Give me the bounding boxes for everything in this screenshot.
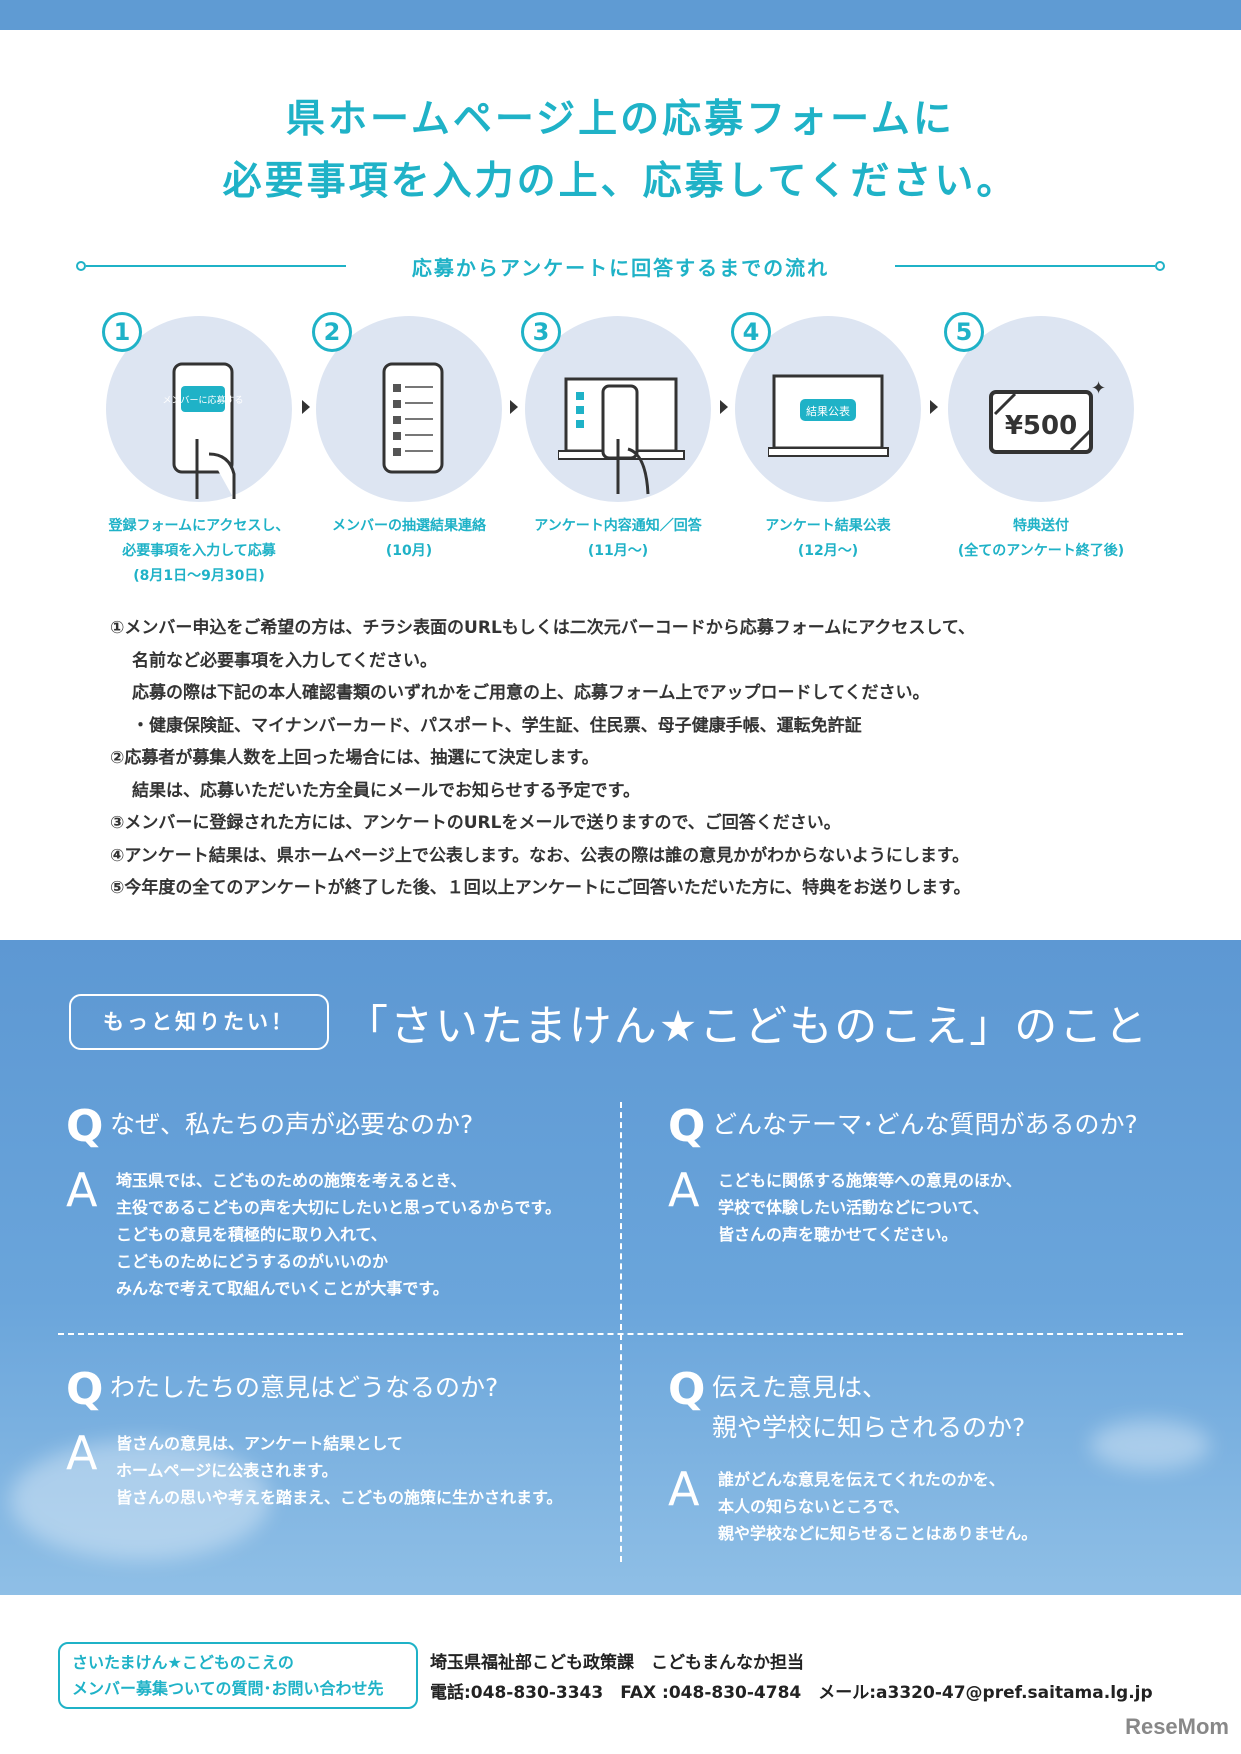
faq-badge: もっと知りたい！	[69, 994, 329, 1050]
flow-heading: 応募からアンケートに回答するまでの流れ	[0, 252, 1241, 282]
step-5-caption: 特典送付(全てのアンケート終了後)	[957, 518, 1125, 559]
contact-info: 埼玉県福祉部こども政策課 こどもまんなか担当電話:048-830-3343 FA…	[430, 1653, 1153, 1703]
step-2: 2	[312, 312, 502, 502]
resemom-logo: ReseMom	[1125, 1714, 1229, 1739]
page-title-line1: 県ホームページ上の応募フォームに	[286, 97, 955, 142]
arrow-icon	[720, 400, 728, 414]
step-4-caption: アンケート結果公表(12月～)	[765, 518, 891, 559]
step-5: 5 ¥500✦	[944, 312, 1134, 502]
svg-text:メンバーに応募する: メンバーに応募する	[162, 394, 243, 406]
gift-card-icon: ¥500 ✦	[989, 378, 1106, 454]
arrow-icon	[510, 400, 518, 414]
svg-text:✦: ✦	[1091, 378, 1106, 399]
arrow-icon	[302, 400, 310, 414]
svg-text:結果公表: 結果公表	[806, 404, 850, 418]
notes-list: ①メンバー申込をご希望の方は、チラシ表面のURLもしくは二次元バーコードから応募…	[110, 618, 976, 898]
faq-heading: 「さいたまけん★こどものこえ」のこと	[345, 1002, 1150, 1052]
top-band	[0, 0, 1241, 30]
page-title-line2: 必要事項を入力の上、応募してください。	[222, 159, 1019, 204]
arrow-icon	[930, 400, 938, 414]
contact-label-box: さいたまけん★こどものこえのメンバー募集ついての質問･お問い合わせ先	[58, 1642, 418, 1709]
phone-list-icon	[382, 362, 444, 474]
step-3: 3	[521, 312, 711, 502]
laptop-survey-icon	[558, 377, 685, 495]
laptop-results-icon: 結果公表	[768, 374, 889, 457]
phone-tap-icon: メンバーに応募する	[162, 362, 244, 499]
step-2-caption: メンバーの抽選結果連絡(10月)	[332, 518, 486, 559]
divider	[58, 1333, 1183, 1335]
step-4: 4 結果公表	[731, 312, 921, 502]
step-1-caption: 登録フォームにアクセスし、必要事項を入力して応募(8月1日～9月30日)	[108, 518, 290, 584]
divider	[620, 1102, 622, 1562]
step-1: 1 メンバーに応募する	[102, 312, 292, 502]
step-3-caption: アンケート内容通知／回答(11月～)	[534, 518, 702, 559]
svg-text:¥500: ¥500	[1005, 411, 1077, 441]
